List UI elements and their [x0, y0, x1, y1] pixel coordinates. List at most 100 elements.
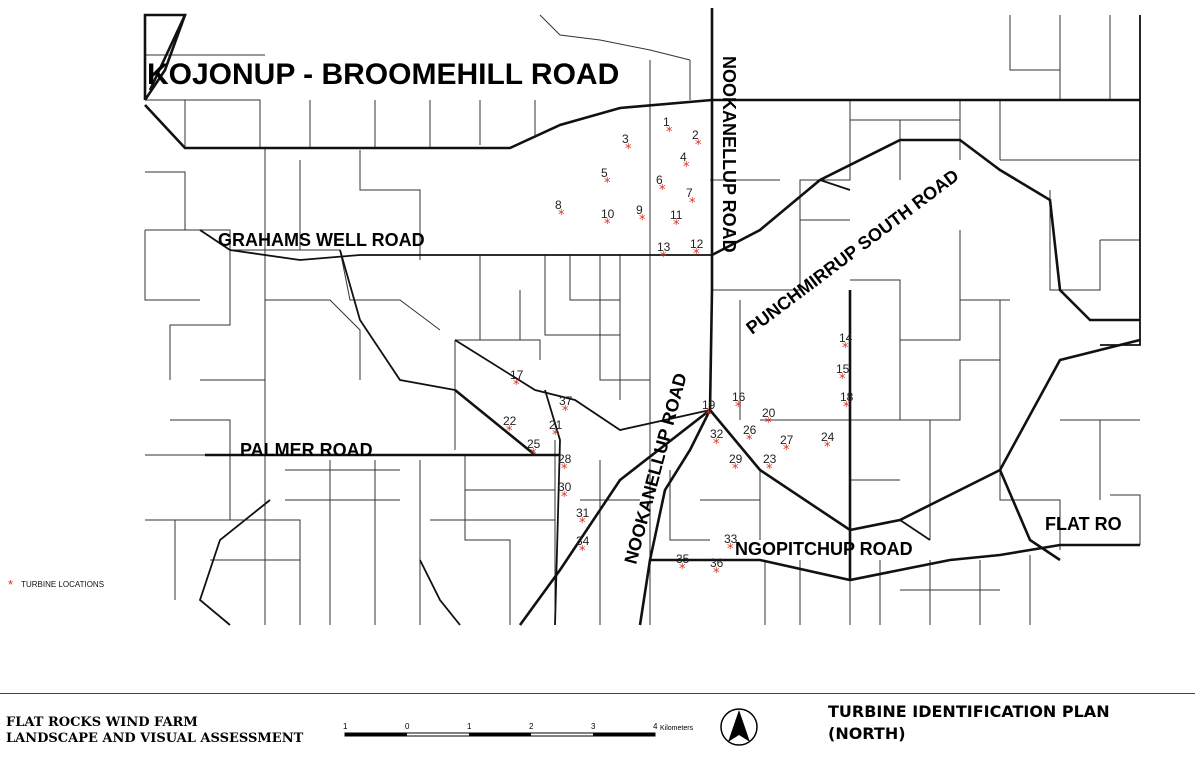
- turbine-star-icon: *: [689, 196, 696, 211]
- project-subtitle: LANDSCAPE AND VISUAL ASSESSMENT: [6, 731, 304, 746]
- turbine-marker: 22*: [503, 414, 517, 439]
- turbine-id-label: 9: [636, 203, 643, 217]
- turbine-star-icon: *: [746, 433, 753, 448]
- footer-divider: [0, 693, 1195, 694]
- major-roads: [143, 8, 1141, 626]
- turbine-id-label: 29: [729, 452, 743, 466]
- turbine-marker: 14*: [839, 331, 853, 356]
- turbine-star-icon: *: [506, 424, 513, 439]
- turbine-marker: 8*: [555, 198, 565, 223]
- turbine-id-label: 16: [732, 390, 746, 404]
- turbine-star-icon: *: [562, 404, 569, 419]
- turbine-star-icon: *: [659, 183, 666, 198]
- turbine-marker: 26*: [743, 423, 757, 448]
- road-label: NGOPITCHUP ROAD: [735, 539, 913, 559]
- map-canvas: KOJONUP - BROOMEHILL ROAD GRAHAMS WELL R…: [143, 8, 1141, 626]
- turbine-id-label: 5: [601, 166, 608, 180]
- turbine-star-icon: *: [639, 213, 646, 228]
- turbine-star-icon: *: [552, 428, 559, 443]
- turbine-star-icon: *: [824, 440, 831, 455]
- turbine-marker: 36*: [710, 556, 724, 581]
- scale-tick-label: 4: [653, 722, 658, 731]
- scale-tick-label: 0: [405, 722, 410, 731]
- turbine-star-icon: *: [727, 542, 734, 557]
- turbine-star-icon: *: [579, 516, 586, 531]
- turbine-marker: 13*: [657, 240, 671, 265]
- road-label: FLAT RO: [1045, 514, 1122, 534]
- turbine-id-label: 12: [690, 237, 704, 251]
- turbine-marker: 15*: [836, 362, 850, 387]
- turbine-id-label: 37: [559, 394, 573, 408]
- scale-tick-label: 1: [467, 722, 472, 731]
- turbine-marker: 3*: [622, 132, 632, 157]
- turbine-id-label: 36: [710, 556, 724, 570]
- turbine-id-label: 30: [558, 480, 572, 494]
- turbine-symbol-icon: *: [8, 576, 14, 592]
- turbine-star-icon: *: [683, 160, 690, 175]
- turbine-star-icon: *: [561, 490, 568, 505]
- turbine-id-label: 15: [836, 362, 850, 376]
- turbine-marker: 32*: [710, 427, 724, 452]
- road-label: GRAHAMS WELL ROAD: [218, 230, 425, 250]
- turbine-marker: 29*: [729, 452, 743, 477]
- turbine-id-label: 10: [601, 207, 615, 221]
- turbine-marker: 17*: [510, 368, 524, 393]
- turbine-id-label: 28: [558, 452, 572, 466]
- turbine-star-icon: *: [695, 138, 702, 153]
- turbine-star-icon: *: [766, 462, 773, 477]
- turbine-marker: 18*: [840, 390, 854, 415]
- turbine-star-icon: *: [561, 462, 568, 477]
- turbine-star-icon: *: [579, 544, 586, 559]
- plan-title-line2: (NORTH): [828, 724, 906, 743]
- turbine-marker: 33*: [724, 532, 738, 557]
- turbine-id-label: 1: [663, 115, 670, 129]
- turbine-marker: 31*: [576, 506, 590, 531]
- turbine-id-label: 8: [555, 198, 562, 212]
- turbine-id-label: 24: [821, 430, 835, 444]
- turbine-marker: 30*: [558, 480, 572, 505]
- turbine-marker: 9*: [636, 203, 646, 228]
- turbine-marker: 21*: [549, 418, 563, 443]
- turbine-star-icon: *: [713, 437, 720, 452]
- turbine-id-label: 13: [657, 240, 671, 254]
- road-label: PUNCHMIRRUP SOUTH ROAD: [742, 165, 962, 338]
- turbine-id-label: 18: [840, 390, 854, 404]
- turbine-star-icon: *: [666, 125, 673, 140]
- turbine-layer: 1*2*3*4*5*6*7*8*9*10*11*12*13*14*15*16*1…: [503, 115, 854, 581]
- turbine-id-label: 4: [680, 150, 687, 164]
- turbine-id-label: 20: [762, 406, 776, 420]
- secondary-roads: [198, 15, 1141, 626]
- turbine-id-label: 34: [576, 534, 590, 548]
- turbine-star-icon: *: [679, 562, 686, 577]
- turbine-star-icon: *: [625, 142, 632, 157]
- turbine-id-label: 14: [839, 331, 853, 345]
- turbine-star-icon: *: [735, 400, 742, 415]
- scale-unit-label: Kilometers: [660, 725, 694, 732]
- turbine-marker: 35*: [676, 552, 690, 577]
- turbine-star-icon: *: [843, 400, 850, 415]
- turbine-marker: 11*: [670, 208, 683, 233]
- turbine-marker: 5*: [601, 166, 611, 191]
- turbine-id-label: 3: [622, 132, 629, 146]
- map-legend: * TURBINE LOCATIONS: [8, 576, 105, 592]
- turbine-id-label: 19: [702, 398, 716, 412]
- legend-label: TURBINE LOCATIONS: [21, 580, 105, 589]
- road-label: NOOKANELLUP ROAD: [719, 56, 739, 253]
- turbine-star-icon: *: [604, 176, 611, 191]
- turbine-star-icon: *: [839, 372, 846, 387]
- turbine-marker: 34*: [576, 534, 590, 559]
- turbine-marker: 25*: [527, 437, 541, 462]
- turbine-marker: 6*: [656, 173, 666, 198]
- turbine-marker: 12*: [690, 237, 704, 262]
- turbine-star-icon: *: [558, 208, 565, 223]
- turbine-marker: 16*: [732, 390, 746, 415]
- turbine-star-icon: *: [693, 247, 700, 262]
- scale-tick-label: 2: [529, 722, 534, 731]
- turbine-id-label: 32: [710, 427, 724, 441]
- road-label: PALMER ROAD: [240, 440, 373, 460]
- turbine-id-label: 11: [670, 208, 683, 222]
- turbine-id-label: 33: [724, 532, 738, 546]
- turbine-marker: 23*: [763, 452, 777, 477]
- turbine-star-icon: *: [842, 341, 849, 356]
